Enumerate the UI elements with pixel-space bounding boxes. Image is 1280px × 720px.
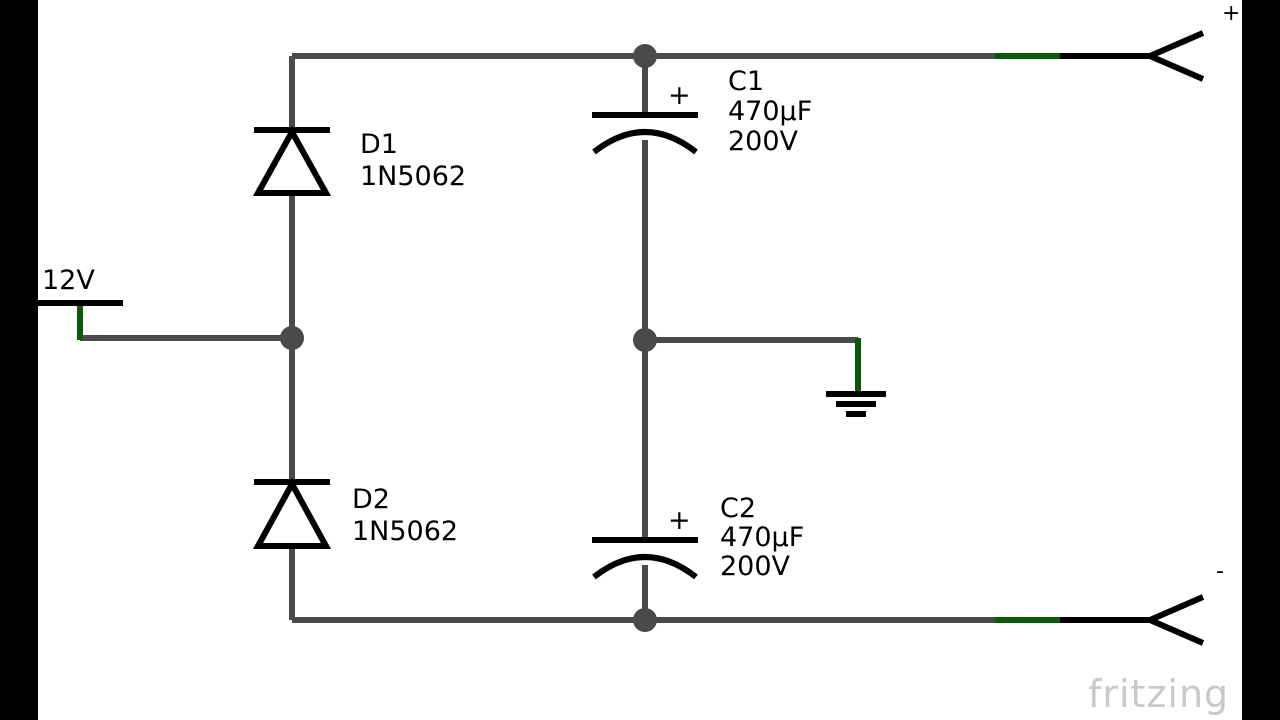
junction-diode-middle xyxy=(280,326,304,350)
c2-voltage: 200V xyxy=(720,551,791,582)
output-positive-label: + xyxy=(1222,1,1240,26)
diode-d1: D1 1N5062 xyxy=(252,125,466,196)
d1-part: 1N5062 xyxy=(360,161,466,192)
c2-capacitance: 470µF xyxy=(720,522,804,553)
junctions xyxy=(280,44,657,632)
output-negative-label: - xyxy=(1216,559,1224,584)
d2-part: 1N5062 xyxy=(352,516,458,547)
output-negative-terminal: - xyxy=(1060,559,1224,646)
source-label: 12V xyxy=(42,265,95,296)
c1-capacitance: 470µF xyxy=(728,96,812,127)
c2-ref: C2 xyxy=(720,493,756,524)
junction-capacitor-middle xyxy=(633,328,657,352)
c1-voltage: 200V xyxy=(728,126,799,157)
capacitor-c2: + C2 470µF 200V xyxy=(592,493,804,582)
output-positive-terminal: + xyxy=(1060,1,1240,82)
c1-polarity: + xyxy=(668,80,691,111)
d1-triangle xyxy=(252,125,332,196)
d2-ref: D2 xyxy=(352,484,390,515)
d1-ref: D1 xyxy=(360,129,398,160)
ground-symbol xyxy=(826,391,886,417)
diode-d2: D2 1N5062 xyxy=(252,477,458,549)
junction-top xyxy=(633,44,657,68)
capacitor-c1: + C1 470µF 200V xyxy=(592,66,812,157)
c1-plate-negative xyxy=(592,129,698,155)
fritzing-watermark: fritzing xyxy=(1088,672,1229,716)
c2-plate-negative xyxy=(592,554,698,580)
d2-triangle xyxy=(252,477,332,549)
c1-ref: C1 xyxy=(728,66,764,97)
junction-bottom xyxy=(633,608,657,632)
schematic-paper xyxy=(38,0,1242,720)
c2-polarity: + xyxy=(668,505,691,536)
